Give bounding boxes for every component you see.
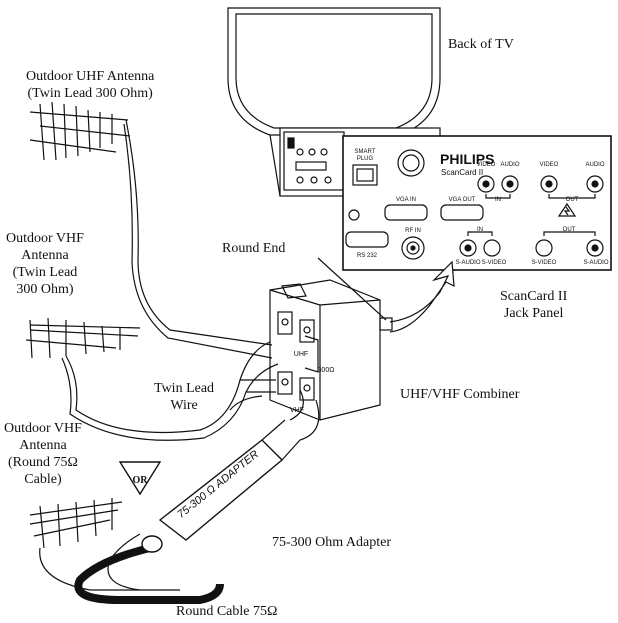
round-end-pointer bbox=[317, 257, 387, 321]
or-badge-label: OR bbox=[133, 475, 149, 486]
vhf-antenna-75-illustration bbox=[29, 498, 180, 591]
s-video-in-label: S-VIDEO bbox=[482, 260, 507, 266]
uhf-antenna-label: Outdoor UHF Antenna (Twin Lead 300 Ohm) bbox=[26, 69, 155, 101]
scancard-jack-panel bbox=[342, 135, 612, 271]
rf-in-label: RF IN bbox=[405, 228, 421, 234]
smart-plug-label: SMART bbox=[355, 149, 376, 155]
out-label-2: OUT bbox=[563, 227, 576, 233]
combiner-ohm-label: 300Ω bbox=[318, 367, 335, 374]
combiner-vhf-label: VHF bbox=[290, 407, 304, 414]
adapter-illustration bbox=[158, 389, 320, 541]
uhf-vhf-combiner bbox=[269, 279, 393, 421]
round-cable-label: Round Cable 75Ω bbox=[176, 604, 278, 619]
smart-plug-label-2: PLUG bbox=[357, 156, 374, 162]
audio-in-label: AUDIO bbox=[500, 162, 519, 168]
twin-lead-wire-label: Twin Lead Wire bbox=[154, 381, 215, 413]
rs232-label: RS 232 bbox=[357, 253, 378, 259]
vga-out-label: VGA OUT bbox=[449, 197, 476, 203]
scancard-jack-panel-label: ScanCard II Jack Panel bbox=[500, 289, 568, 321]
round-cable-illustration bbox=[74, 535, 224, 604]
twin-lead-wires bbox=[229, 341, 279, 411]
adapter-label: 75-300 Ohm Adapter bbox=[272, 535, 391, 550]
s-audio-in-label: S-AUDIO bbox=[455, 260, 480, 266]
video-out-label: VIDEO bbox=[540, 162, 559, 168]
panel-text: SMART PLUG PHILIPS ScanCard II VIDEO AUD… bbox=[355, 149, 609, 266]
audio-out-label: AUDIO bbox=[585, 162, 604, 168]
vhf-antenna-300-illustration bbox=[25, 317, 276, 441]
vga-in-label: VGA IN bbox=[396, 197, 416, 203]
s-video-out-label: S-VIDEO bbox=[532, 260, 557, 266]
in-label: IN bbox=[495, 197, 501, 203]
or-badge bbox=[118, 461, 162, 496]
out-label: OUT bbox=[566, 197, 579, 203]
model-label: ScanCard II bbox=[441, 168, 483, 177]
s-audio-out-label: S-AUDIO bbox=[583, 260, 608, 266]
combiner-label: UHF/VHF Combiner bbox=[400, 387, 520, 402]
in-label-2: IN bbox=[477, 227, 483, 233]
back-of-tv-label: Back of TV bbox=[448, 37, 514, 52]
video-in-label: VIDEO bbox=[477, 162, 496, 168]
combiner-uhf-label: UHF bbox=[294, 351, 308, 358]
uhf-antenna-illustration bbox=[29, 101, 273, 359]
round-end-label: Round End bbox=[222, 241, 286, 256]
vhf-antenna-300-label: Outdoor VHF Antenna (Twin Lead 300 Ohm) bbox=[6, 231, 84, 297]
vhf-antenna-75-label: Outdoor VHF Antenna (Round 75Ω Cable) bbox=[4, 421, 82, 487]
brand-label: PHILIPS bbox=[440, 151, 494, 167]
rf-connection-arrow bbox=[389, 260, 455, 333]
